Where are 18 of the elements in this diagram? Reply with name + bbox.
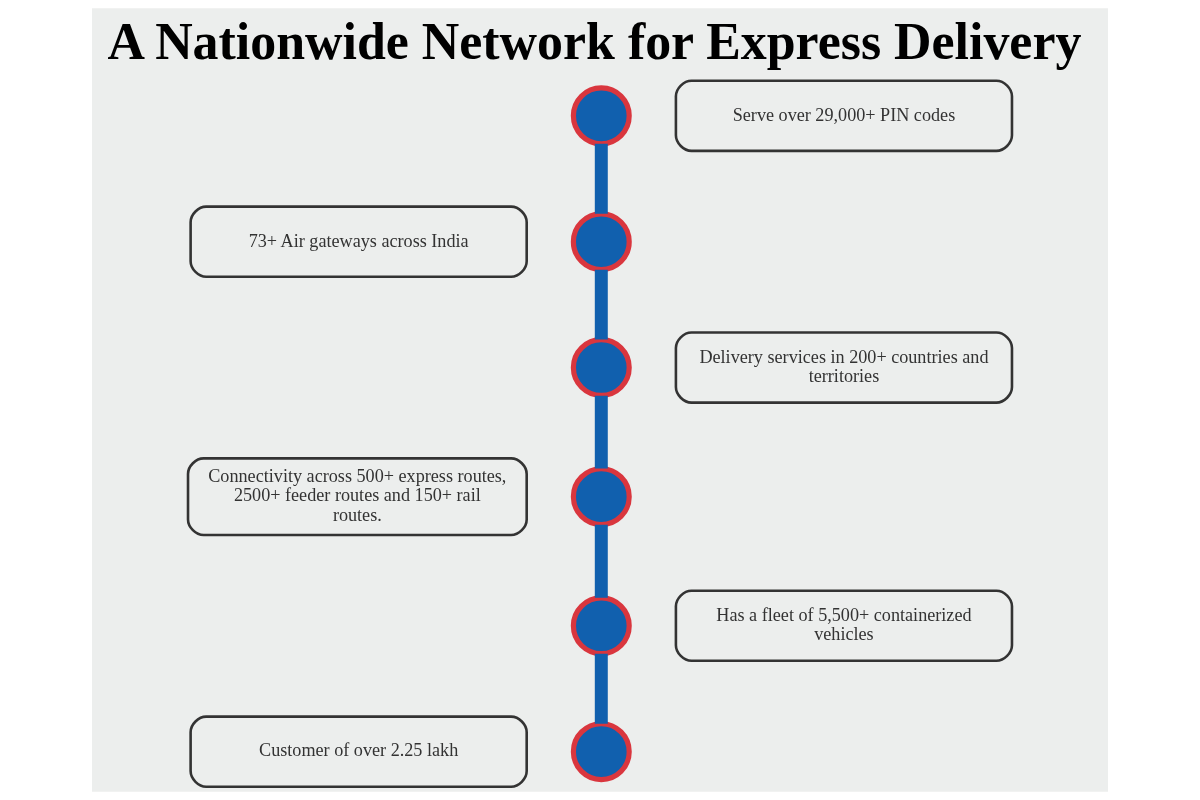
node-box: Connectivity across 500+ express routes, 2500+ feeder routes and 150+ rail routes. — [186, 457, 528, 537]
node-circle — [570, 85, 632, 147]
node-box: Has a fleet of 5,500+ containerized vehicles — [674, 589, 1014, 663]
node-circle — [570, 337, 632, 399]
node-box: Serve over 29,000+ PIN codes — [674, 79, 1014, 153]
node-box: Customer of over 2.25 lakh — [189, 715, 528, 788]
connector — [594, 269, 608, 340]
node-circle — [570, 211, 632, 273]
connector — [594, 395, 608, 469]
node-circle — [570, 721, 632, 783]
connector — [594, 143, 608, 214]
connector — [594, 524, 608, 598]
connector — [594, 653, 608, 724]
node-circle — [570, 466, 632, 528]
diagram-title: A Nationwide Network for Express Delivery — [107, 12, 1082, 70]
node-box: Delivery services in 200+ countries and territories — [674, 331, 1014, 404]
node-circle — [570, 595, 632, 657]
node-box: 73+ Air gateways across India — [189, 205, 528, 279]
